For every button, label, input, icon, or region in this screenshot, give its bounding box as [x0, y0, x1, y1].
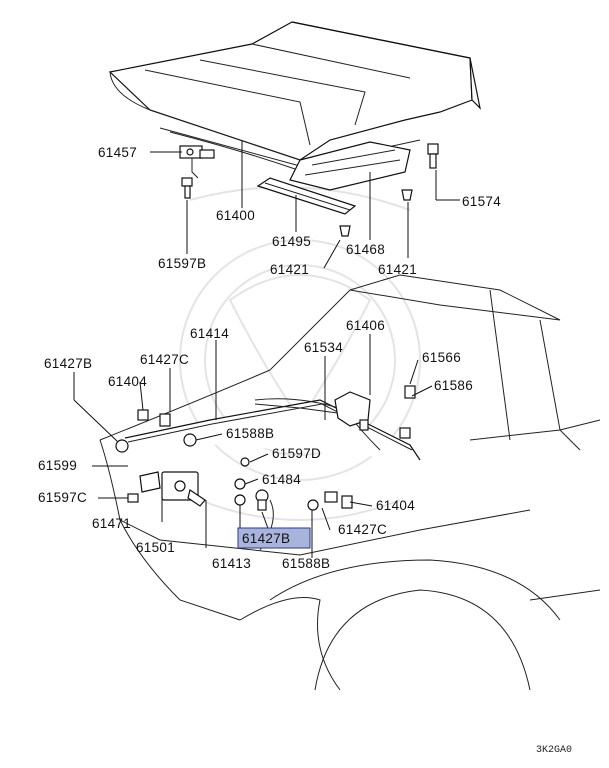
label-61400[interactable]: 61400 [216, 208, 255, 223]
label-61427b-lower[interactable]: 61427B [242, 531, 290, 546]
label-61599[interactable]: 61599 [38, 458, 77, 473]
label-61597c[interactable]: 61597C [38, 490, 87, 505]
label-61597b[interactable]: 61597B [158, 256, 206, 271]
label-61421-left[interactable]: 61421 [270, 262, 309, 277]
label-61421-right[interactable]: 61421 [378, 262, 417, 277]
hood-panel [108, 21, 481, 171]
grommets-and-bolts [115, 385, 416, 511]
label-61427c-lower[interactable]: 61427C [338, 522, 387, 537]
label-61414[interactable]: 61414 [190, 326, 229, 341]
label-61471[interactable]: 61471 [92, 516, 131, 531]
label-61404-lower[interactable]: 61404 [376, 498, 415, 513]
label-61427b-upper[interactable]: 61427B [44, 356, 92, 371]
label-61574[interactable]: 61574 [462, 194, 501, 209]
label-61413[interactable]: 61413 [212, 556, 251, 571]
label-61457[interactable]: 61457 [98, 145, 137, 160]
label-61501[interactable]: 61501 [136, 540, 175, 555]
vehicle-body [99, 274, 601, 691]
clip-61421-right [401, 189, 413, 201]
clip-61421-left [339, 225, 351, 237]
label-61495[interactable]: 61495 [272, 234, 311, 249]
latch-striker-61406 [334, 391, 371, 431]
label-61588b-upper[interactable]: 61588B [226, 426, 274, 441]
bolt-61597b [181, 177, 193, 199]
label-61427c-upper[interactable]: 61427C [140, 352, 189, 367]
label-61566[interactable]: 61566 [422, 350, 461, 365]
hood-seal-61495 [256, 177, 357, 215]
label-61404-upper[interactable]: 61404 [108, 374, 147, 389]
hood-hinge-61457 [179, 145, 215, 179]
label-61484[interactable]: 61484 [262, 472, 301, 487]
highlight-61427b [237, 527, 311, 549]
bumper-61574 [427, 143, 439, 169]
part-labels: 61457 61400 61495 61468 61574 61597B 614… [38, 145, 501, 571]
safety-catch-61471 [139, 471, 161, 493]
hood-latch-61501 [161, 471, 206, 507]
label-61588b-lower[interactable]: 61588B [282, 556, 330, 571]
label-61597d[interactable]: 61597D [272, 446, 321, 461]
label-61406[interactable]: 61406 [346, 318, 385, 333]
label-61468[interactable]: 61468 [346, 242, 385, 257]
hood-insulator-61468 [289, 141, 411, 191]
leader-lines [73, 140, 460, 558]
label-61534[interactable]: 61534 [304, 340, 343, 355]
label-61586[interactable]: 61586 [434, 378, 473, 393]
diagram-code: 3K2GA0 [536, 745, 572, 756]
